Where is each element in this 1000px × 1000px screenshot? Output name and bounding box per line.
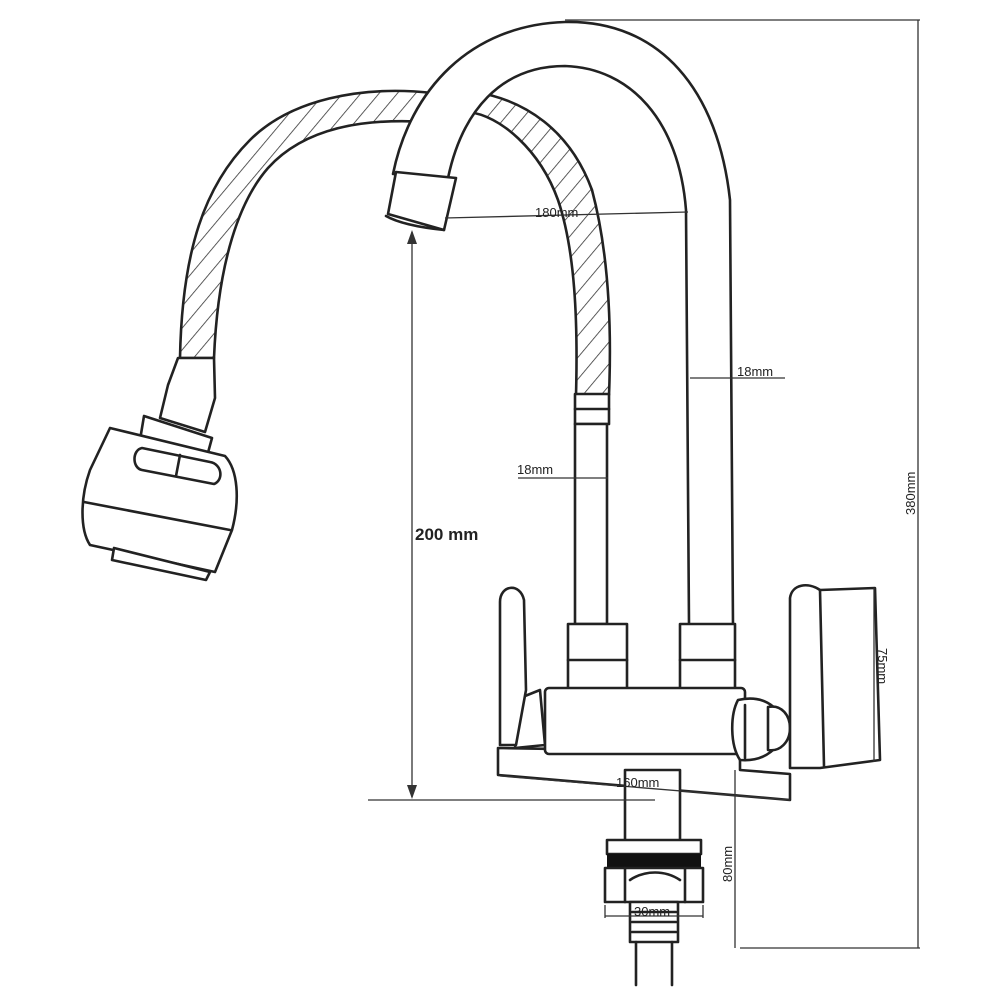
dim-label-hose-diameter: 18mm <box>517 462 553 477</box>
gooseneck-spout <box>391 20 735 627</box>
dimension-lines <box>368 19 920 949</box>
dim-label-total-height: 380mm <box>903 472 918 515</box>
left-handle <box>498 586 528 747</box>
dim-label-body-width: 160mm <box>616 775 659 790</box>
dim-label-nut-width: 30mm <box>634 904 670 919</box>
right-handle <box>788 584 882 770</box>
nut-band <box>607 854 701 868</box>
dim-label-shank-length: 80mm <box>720 846 735 882</box>
spray-head <box>81 356 238 582</box>
faucet-body <box>496 622 792 802</box>
dim-label-handle-height: 75mm <box>875 648 890 684</box>
dim-label-spout-diameter: 18mm <box>737 364 773 379</box>
dim-label-spout-reach: 180mm <box>535 205 578 220</box>
spout-nozzle <box>384 170 458 232</box>
mounting-shank <box>603 768 705 987</box>
dim-label-spout-height: 200 mm <box>415 525 478 544</box>
flexible-hose <box>178 89 612 397</box>
hose-lower-pipe <box>573 392 611 626</box>
